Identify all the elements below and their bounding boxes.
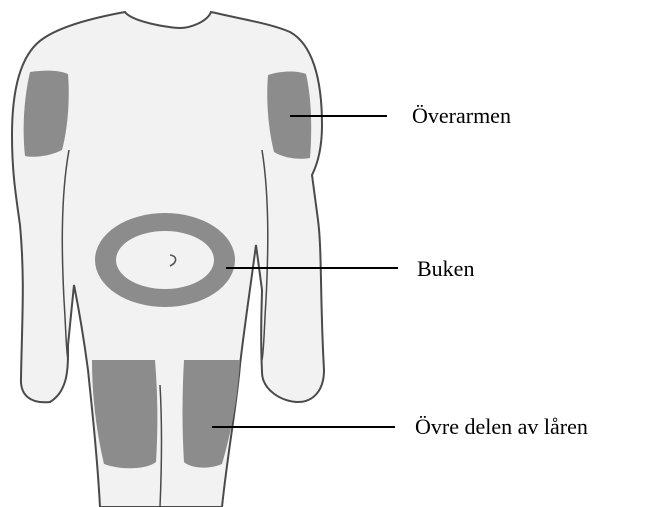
thigh-label: Övre delen av låren xyxy=(415,414,588,439)
upper-arm-label: Överarmen xyxy=(412,103,511,128)
abdomen-label: Buken xyxy=(417,256,474,281)
left-thigh-injection-site xyxy=(92,360,157,468)
left-upper-arm-injection-site xyxy=(24,71,69,157)
right-thigh-injection-site xyxy=(183,360,241,468)
